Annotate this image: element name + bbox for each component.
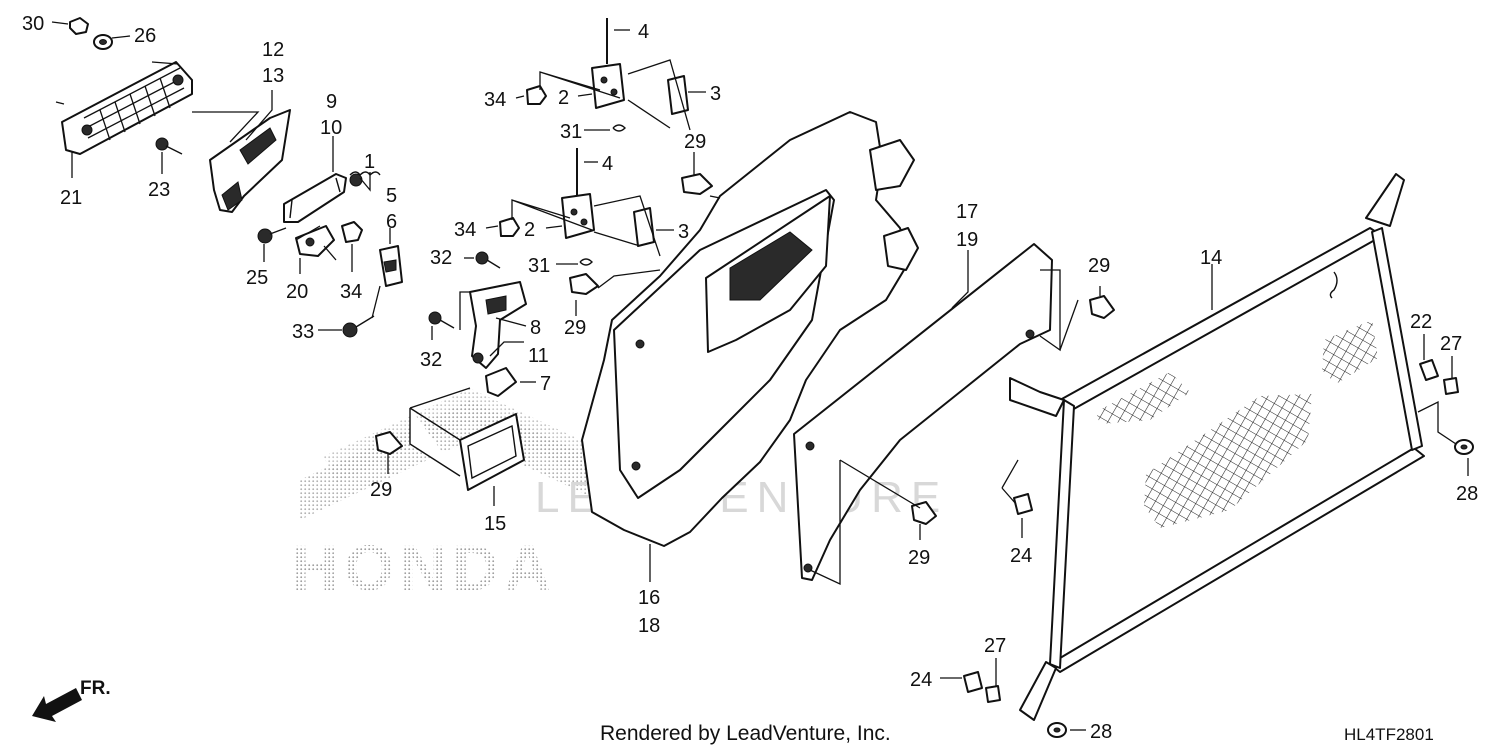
front-arrow-icon — [32, 688, 82, 722]
callout-29e: 29 — [908, 547, 930, 569]
front-direction-indicator: FR. — [32, 678, 111, 722]
callout-8: 8 — [530, 317, 541, 339]
callout-26: 26 — [134, 25, 156, 47]
front-direction-label: FR. — [80, 678, 111, 699]
part-bolt-32a — [475, 251, 501, 269]
part-pocket-frame — [409, 387, 525, 491]
callout-34b: 34 — [484, 89, 506, 111]
callout-29a: 29 — [684, 131, 706, 153]
callout-11: 11 — [528, 345, 549, 367]
part-nut-30 — [69, 17, 89, 35]
part-upper-hinge — [526, 18, 689, 132]
part-collar-27a — [1443, 377, 1459, 395]
callout-6: 6 — [386, 211, 397, 233]
callout-27a: 27 — [1440, 333, 1462, 355]
part-bolt-22 — [1419, 359, 1439, 381]
honda-watermark: HONDA — [292, 388, 640, 604]
part-bolt-23 — [155, 137, 183, 155]
callout-27b: 27 — [984, 635, 1006, 657]
callout-21: 21 — [60, 187, 82, 209]
part-lower-panel — [793, 243, 1053, 581]
part-bolt-32b — [428, 311, 455, 329]
render-credit: Rendered by LeadVenture, Inc. — [600, 722, 891, 745]
part-push-clip-29b — [569, 273, 599, 295]
part-bolt-25 — [257, 227, 287, 244]
part-push-clip-29c — [375, 431, 403, 455]
part-latch-bracket — [469, 281, 527, 369]
part-push-clip-29a — [681, 173, 713, 195]
part-push-clip-29d — [1089, 295, 1115, 319]
callout-28b: 28 — [1090, 721, 1112, 743]
callout-28a: 28 — [1456, 483, 1478, 505]
part-washer-28b — [1047, 722, 1067, 738]
callout-14: 14 — [1200, 247, 1222, 269]
callout-30: 30 — [22, 13, 44, 35]
callout-numbers: 30 26 12 13 21 23 9 10 1 5 6 25 20 34 33… — [22, 13, 1478, 743]
part-washer-28a — [1454, 439, 1474, 455]
callout-16: 16 — [638, 587, 660, 609]
callout-20: 20 — [286, 281, 308, 303]
part-latch-housing — [209, 109, 291, 213]
watermark-brand-text: HONDA — [292, 532, 557, 604]
callout-13: 13 — [262, 65, 284, 87]
callout-22: 22 — [1410, 311, 1432, 333]
callout-1: 1 — [364, 151, 375, 173]
callout-10: 10 — [320, 117, 342, 139]
callout-3b: 3 — [678, 221, 689, 243]
part-grille-plate — [61, 61, 193, 155]
callout-15: 15 — [484, 513, 506, 535]
callout-12: 12 — [262, 39, 284, 61]
part-net-frame — [1009, 173, 1425, 721]
callout-25: 25 — [246, 267, 268, 289]
part-bumper-7 — [485, 367, 517, 397]
part-bolt-24b — [963, 671, 983, 693]
callout-29b: 29 — [564, 317, 586, 339]
part-washer-26 — [93, 34, 113, 50]
callout-29c: 29 — [370, 479, 392, 501]
callout-32a: 32 — [430, 247, 452, 269]
callout-32b: 32 — [420, 349, 442, 371]
callout-31a: 31 — [560, 121, 582, 143]
part-nut-34a — [341, 221, 363, 243]
callout-4b: 4 — [602, 153, 613, 175]
part-lower-hinge — [499, 148, 655, 266]
callout-9: 9 — [326, 91, 337, 113]
callout-33: 33 — [292, 321, 314, 343]
callout-24a: 24 — [1010, 545, 1032, 567]
callout-24b: 24 — [910, 669, 932, 691]
part-bolt-24a — [1013, 493, 1033, 515]
callout-4a: 4 — [638, 21, 649, 43]
callout-34c: 34 — [454, 219, 476, 241]
part-door-panel — [581, 111, 919, 547]
callout-31b: 31 — [528, 255, 550, 277]
callout-18: 18 — [638, 615, 660, 637]
callout-17: 17 — [956, 201, 978, 223]
callout-2b: 2 — [524, 219, 535, 241]
callout-29d: 29 — [1088, 255, 1110, 277]
part-handle — [283, 173, 347, 223]
callout-2a: 2 — [558, 87, 569, 109]
callout-19: 19 — [956, 229, 978, 251]
part-clip-6 — [379, 245, 403, 287]
callout-3a: 3 — [710, 83, 721, 105]
callout-7: 7 — [540, 373, 551, 395]
callout-5: 5 — [386, 185, 397, 207]
leader-lines — [51, 21, 1469, 731]
callout-34a: 34 — [340, 281, 362, 303]
part-collar-27b — [985, 685, 1001, 703]
callout-23: 23 — [148, 179, 170, 201]
part-bolt-33 — [342, 315, 375, 338]
diagram-code: HL4TF2801 — [1344, 725, 1434, 744]
